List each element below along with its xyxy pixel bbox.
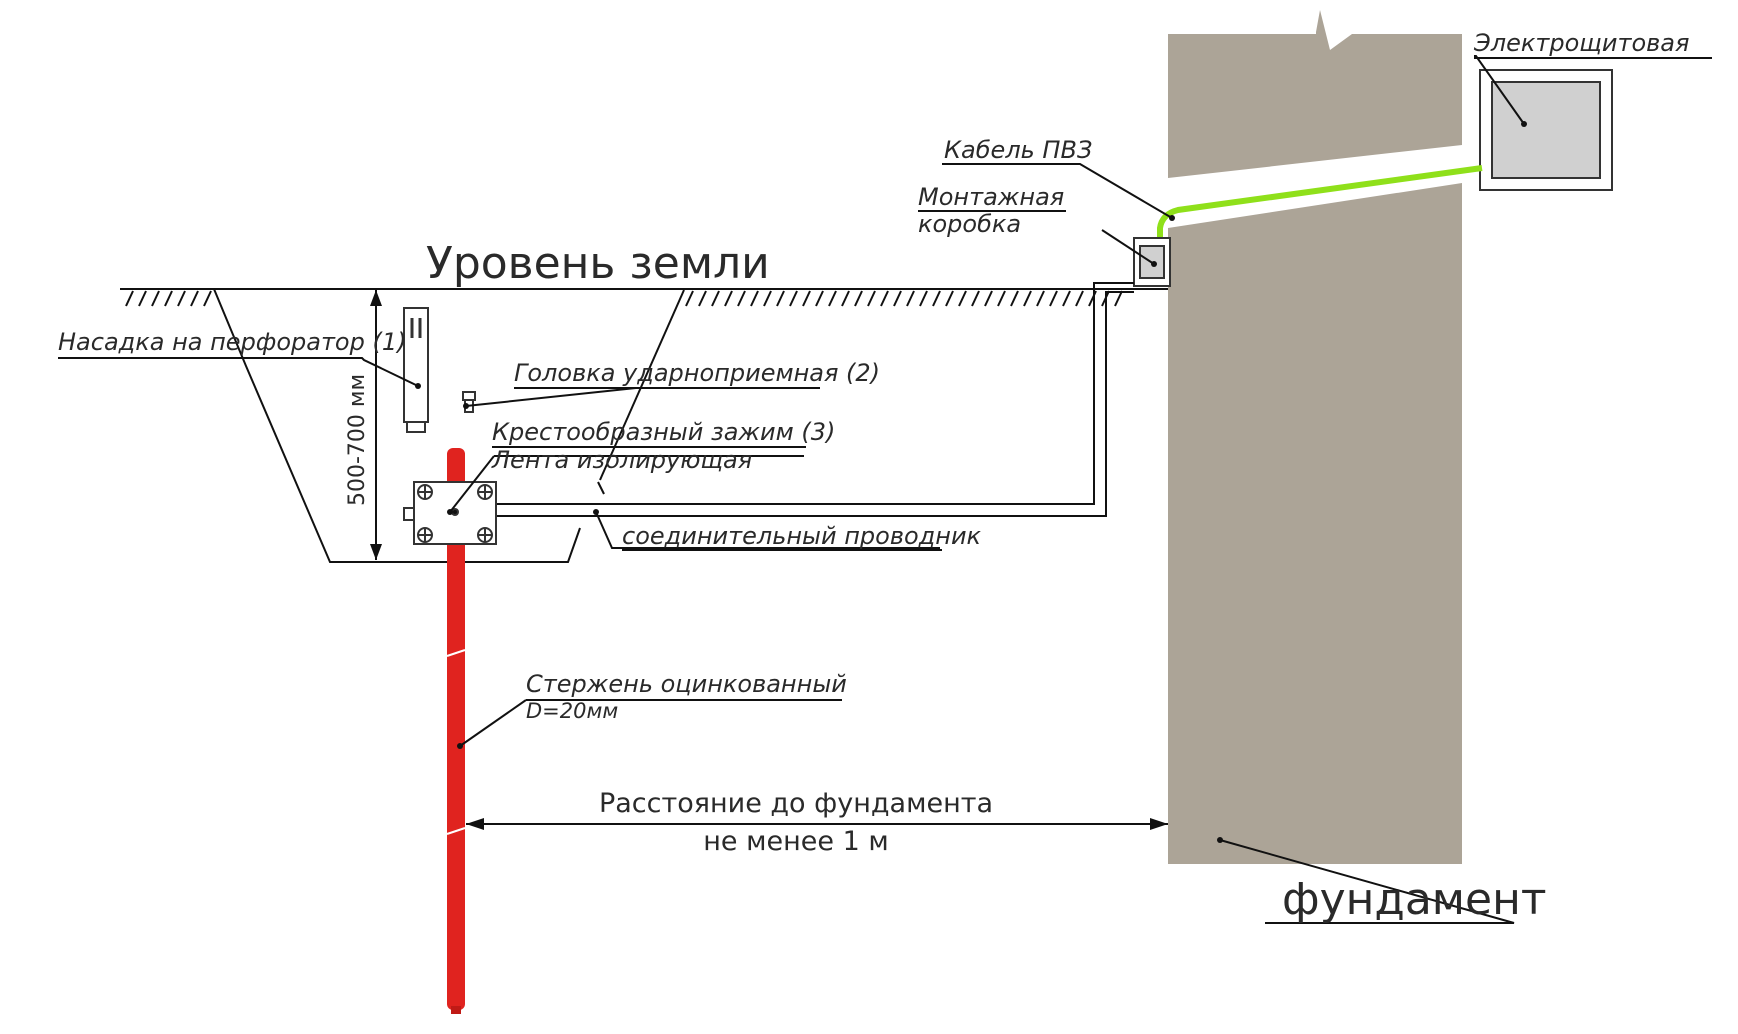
ground-hatch-mark [1075,290,1084,307]
ground-hatch-mark [945,290,954,307]
ground-hatch-mark [724,290,733,307]
ground-hatch-mark [737,290,746,307]
ground-line [120,288,1168,307]
foundation-label: фундамент [1282,874,1546,925]
ground-hatch-mark [893,290,902,307]
ground-hatch-mark [1036,290,1045,307]
ground-hatch-mark [750,290,759,307]
ground-hatch-mark [685,290,694,307]
junction-box-label-line1: Монтажная [918,183,1064,211]
pvz-cable-wall-pass [1167,163,1463,203]
rod-label-line2: D=20мм [526,699,618,723]
drill-adapter [403,307,429,433]
trench-outline [213,288,685,563]
switchboard-box [1479,69,1613,191]
ground-hatch-mark [880,290,889,307]
ground-hatch-mark [854,290,863,307]
ground-hatch-mark [997,290,1006,307]
junction-box-label-line2: коробка [918,210,1021,238]
ground-hatch-mark [164,290,173,307]
ground-hatch-mark [711,290,720,307]
foundation-main-block [1168,183,1462,864]
ground-hatch-mark [177,290,186,307]
ground-hatch-mark [984,290,993,307]
ground-hatch-mark [203,290,212,307]
ground-hatch-mark [125,290,134,307]
ground-hatch-mark [1023,290,1032,307]
drill-adapter-label: Насадка на перфоратор (1) [58,328,406,356]
cable-pvz-label: Кабель ПВЗ [944,136,1092,164]
depth-dimension [370,290,382,560]
ground-hatch-mark [763,290,772,307]
pvz-cable [1157,165,1483,238]
ground-hatch-mark [802,290,811,307]
leader-dots [415,121,1527,843]
label-underlines [492,57,1712,701]
ground-hatch-mark [958,290,967,307]
ground-hatch-mark [841,290,850,307]
foundation-wall [1168,10,1462,864]
ground-hatch-mark [828,290,837,307]
ground-hatch-mark [1114,290,1123,307]
ground-hatch-mark [1049,290,1058,307]
ground-hatch-mark [151,290,160,307]
ground-level-label: Уровень земли [426,238,770,289]
depth-label: 500-700 мм [345,374,370,506]
strike-head [462,391,476,413]
ground-hatch-mark [932,290,941,307]
ground-hatch-mark [138,290,147,307]
distance-dimension [466,818,1168,830]
ground-hatch-mark [1062,290,1071,307]
ground-hatch-mark [1010,290,1019,307]
insulating-tape-label: Лента изолирующая [491,446,752,474]
ground-hatch-mark [971,290,980,307]
rod-label-line1: Стержень оцинкованный [526,670,847,698]
strike-head-label: Головка ударноприемная (2) [514,359,880,387]
ground-hatch-mark [867,290,876,307]
connecting-conductor-label: соединительный проводник [622,522,982,550]
cross-clamp-label: Крестообразный зажим (3) [492,418,835,446]
ground-hatch-mark [776,290,785,307]
ground-hatch-mark [815,290,824,307]
ground-hatch-mark [190,290,199,307]
ground-hatch-mark [789,290,798,307]
ground-hatch-mark [919,290,928,307]
cross-clamp [403,481,497,545]
foundation-upper-block [1168,10,1462,178]
distance-label-line1: Расстояние до фундамента [599,788,993,819]
distance-label-line2: не менее 1 м [703,826,888,857]
connecting-conductor [496,282,1134,517]
ground-hatch-mark [698,290,707,307]
galvanized-rod [446,448,466,1014]
ground-hatch-mark [906,290,915,307]
switchboard-label: Электрощитовая [1473,29,1689,57]
